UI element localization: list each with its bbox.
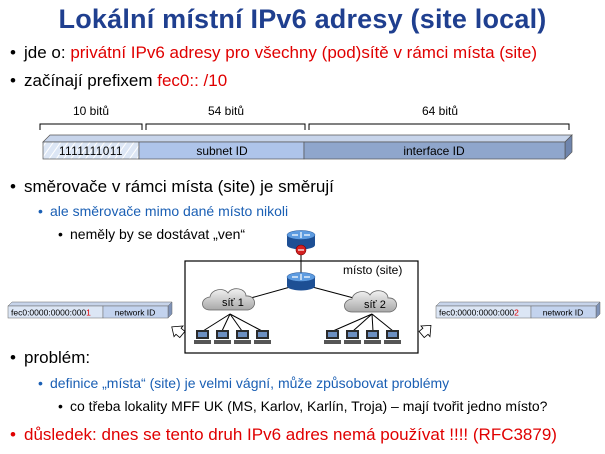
prefix-bits: 1111111011 — [59, 146, 123, 158]
svg-text:fec0:0000:0000:0002: fec0:0000:0000:0002 — [439, 308, 519, 318]
left-address-last: 1 — [86, 308, 91, 318]
subnet-label: subnet ID — [196, 144, 248, 158]
site-label: místo (site) — [343, 263, 402, 277]
left-arrow-icon — [171, 325, 186, 339]
site-router-icon — [286, 272, 316, 291]
width-label-64: 64 bitů — [422, 104, 458, 118]
bullet-dot: • — [58, 398, 63, 414]
network-diagram: místo (site) síť 1 sí — [7, 230, 601, 354]
border-router-icon — [286, 230, 316, 256]
network-2-cloud-icon — [344, 290, 397, 313]
right-address-bar: fec0:0000:0000:0002 network ID — [435, 301, 601, 319]
bullet-dot: • — [38, 375, 43, 391]
bullet-4: • problém: — [10, 348, 90, 368]
bullet-2-prefix: začínají prefixem — [24, 71, 158, 90]
bullet-1-prefix: jde o: — [24, 43, 71, 62]
network-1-label: síť 1 — [222, 297, 244, 309]
bullet-dot: • — [10, 348, 16, 367]
svg-text:fec0:0000:0000:0001: fec0:0000:0000:0001 — [11, 308, 91, 318]
page-title: Lokální místní IPv6 adresy (site local) — [58, 4, 547, 34]
left-network-id: network ID — [115, 308, 156, 318]
bullet-dot: • — [10, 43, 16, 62]
network-2-label: síť 2 — [364, 299, 386, 311]
network-1-cloud-icon — [202, 288, 255, 311]
bullet-dot: • — [10, 425, 16, 444]
right-address-last: 2 — [514, 308, 519, 318]
bullet-5: • důsledek: dnes se tento druh IPv6 adres… — [10, 425, 557, 445]
bullet-2-red: fec0:: /10 — [157, 71, 228, 90]
width-label-10: 10 bitů — [73, 104, 109, 118]
bullet-3-sub-2: • neměly by se dostávat „ven“ — [58, 226, 245, 242]
bullet-5-text: důsledek: dnes se tento druh IPv6 adres … — [24, 425, 557, 444]
interface-label: interface ID — [403, 144, 465, 158]
bullet-4-sub-1-text: definice „místa“ (site) je velmi vágní, … — [50, 375, 450, 391]
bullet-3-sub-2-text: neměly by se dostávat „ven“ — [70, 226, 246, 242]
width-label-54: 54 bitů — [208, 104, 244, 118]
bullet-3-text: směrovače v rámci místa (site) je směruj… — [24, 177, 334, 196]
bullet-1: • jde o: privátní IPv6 adresy pro všechny… — [10, 43, 537, 63]
right-address-prefix: fec0:0000:0000:000 — [439, 308, 514, 318]
bullet-4-sub-1: • definice „místa“ (site) je velmi vágní,… — [38, 375, 449, 391]
address-structure-diagram: 10 bitů 54 bitů 64 bitů 1111111011 subne… — [39, 104, 573, 160]
left-address-bar: fec0:0000:0000:0001 network ID — [7, 301, 173, 319]
bullet-dot: • — [58, 226, 63, 242]
right-network-id: network ID — [543, 308, 584, 318]
bullet-4-sub-2-text: co třeba lokality MFF UK (MS, Karlov, Ka… — [70, 398, 548, 414]
right-arrow-icon — [418, 324, 432, 339]
bullet-dot: • — [38, 203, 43, 219]
interface-segment — [303, 141, 566, 160]
address-bar: 1111111011 subnet ID interface ID — [42, 134, 573, 160]
bullet-dot: • — [10, 71, 16, 90]
bullet-3: • směrovače v rámci místa (site) je směru… — [10, 177, 334, 197]
bullet-2: • začínají prefixem fec0:: /10 — [10, 71, 227, 91]
bullet-3-sub-1-text: ale směrovače mimo dané místo nikoli — [50, 203, 289, 219]
bullet-dot: • — [10, 177, 16, 196]
left-address-prefix: fec0:0000:0000:000 — [11, 308, 86, 318]
bullet-1-red: privátní IPv6 adresy pro všechny (pod)sí… — [70, 43, 538, 62]
pc-icons — [194, 330, 401, 344]
width-brackets — [39, 123, 570, 130]
bullet-4-sub-2: • co třeba lokality MFF UK (MS, Karlov, K… — [58, 398, 547, 414]
bullet-4-text: problém: — [24, 348, 91, 367]
bullet-3-sub-1: • ale směrovače mimo dané místo nikoli — [38, 203, 288, 219]
